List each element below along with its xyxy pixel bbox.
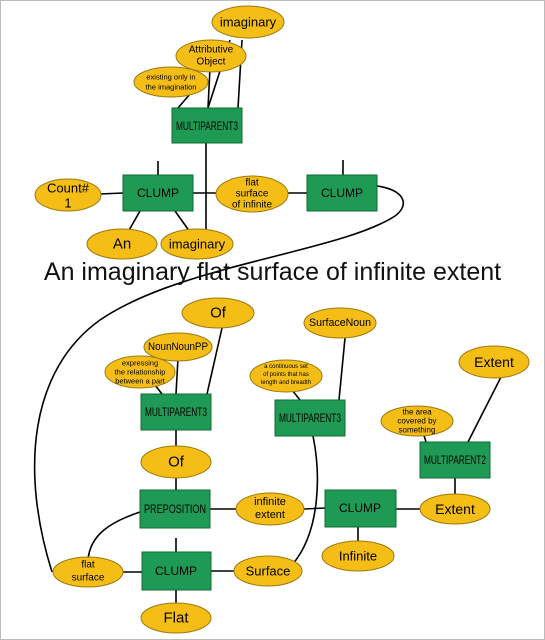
concept-label: Flat	[163, 610, 189, 627]
concept-surface[interactable]: Surface	[233, 555, 303, 587]
node-label: CLUMP	[339, 501, 381, 515]
sentence-caption: An imaginary flat surface of infinite ex…	[43, 258, 502, 286]
concept-an[interactable]: An	[86, 228, 158, 260]
node-mp3-of[interactable]: MULTIPARENT3	[140, 393, 212, 431]
concept-label-line3: of infinite	[232, 200, 272, 211]
concept-label: imaginary	[220, 15, 277, 30]
concept-of-top[interactable]: Of	[181, 297, 255, 329]
concept-label-line2: covered by	[397, 417, 436, 426]
node-label: MULTIPARENT2	[424, 453, 486, 467]
edge-long-curve	[33, 185, 405, 573]
concept-label: NounNounPP	[148, 341, 208, 353]
concept-continuous-set[interactable]: a continuous set of points that has leng…	[249, 359, 323, 393]
concept-infinite[interactable]: Infinite	[321, 540, 395, 572]
node-label: CLUMP	[137, 186, 179, 200]
node-clump-flat[interactable]: CLUMP	[141, 551, 212, 591]
concept-label-line1: flat	[245, 178, 259, 189]
concept-expressing[interactable]: expressing the relationship between a pa…	[104, 355, 176, 389]
edge-infinite-clump	[303, 507, 326, 510]
concept-area-covered[interactable]: the area covered by something	[380, 405, 454, 437]
concept-label-line2: of points that has	[263, 372, 309, 378]
concept-label: imaginary	[169, 237, 226, 252]
edge-existing-mp3	[177, 93, 191, 109]
edge-prep-flatsurface	[87, 511, 141, 561]
node-preposition[interactable]: PREPOSITION	[139, 489, 211, 529]
edges	[33, 39, 502, 603]
edge-surfacenoun-mp3	[338, 337, 346, 401]
concept-existing-only[interactable]: existing only in the imagination	[133, 66, 209, 98]
concept-imaginary-top[interactable]: imaginary	[211, 5, 285, 39]
concept-count1[interactable]: Count# 1	[34, 178, 102, 212]
concept-label-line2: the imagination	[146, 83, 197, 92]
concept-flat[interactable]: Flat	[140, 602, 212, 634]
concept-label-line2: surface	[72, 573, 105, 584]
node-label: MULTIPARENT3	[145, 405, 207, 419]
concept-infinite-extent[interactable]: infinite extent	[235, 492, 305, 526]
edge-mp3-surface	[291, 435, 319, 566]
concept-label: Of	[168, 454, 185, 471]
concept-extent-top[interactable]: Extent	[458, 345, 530, 379]
concept-label: Infinite	[339, 549, 377, 564]
concept-label-line2: extent	[255, 509, 285, 521]
concept-label-line2: the relationship	[115, 368, 166, 377]
edge-of-mp3	[206, 327, 223, 395]
concept-label-line1: flat	[81, 560, 95, 571]
node-clump-left[interactable]: CLUMP	[122, 174, 194, 212]
concept-imaginary-mid[interactable]: imaginary	[160, 228, 234, 260]
concept-label-line3: something	[399, 426, 436, 435]
node-label: PREPOSITION	[144, 502, 206, 516]
node-mp2-extent[interactable]: MULTIPARENT2	[419, 441, 491, 479]
concept-nounnounpp[interactable]: NounNounPP	[143, 332, 213, 362]
concept-attributive-object[interactable]: Attributive Object	[175, 39, 247, 73]
concept-label: Of	[210, 305, 227, 322]
concept-label-line2: surface	[236, 189, 269, 200]
concept-surfacenoun[interactable]: SurfaceNoun	[303, 307, 377, 339]
node-mp3-surface[interactable]: MULTIPARENT3	[274, 399, 346, 437]
concept-flat-surface[interactable]: flat surface	[52, 556, 124, 588]
concept-of-mid[interactable]: Of	[140, 445, 212, 479]
edge-count-clump	[99, 192, 124, 195]
edge-attributive-mp3	[207, 67, 211, 109]
concept-label: An	[113, 236, 131, 253]
node-label: CLUMP	[155, 564, 197, 578]
concept-label: Extent	[474, 354, 514, 370]
edge-clump-imaginary	[174, 210, 191, 233]
concept-label-line1: expressing	[122, 359, 158, 368]
node-label: CLUMP	[321, 186, 363, 200]
node-label: MULTIPARENT3	[279, 411, 341, 425]
concept-label: Extent	[435, 501, 475, 517]
concept-label-line1: existing only in	[146, 73, 195, 82]
concept-label-line1: the area	[402, 408, 432, 417]
node-clump-infinite[interactable]: CLUMP	[324, 489, 397, 528]
concept-label-line3: between a part	[115, 377, 166, 386]
node-mp3-top[interactable]: MULTIPARENT3	[171, 107, 243, 144]
concept-flat-surface-infinite[interactable]: flat surface of infinite	[215, 175, 289, 213]
concept-extent-low[interactable]: Extent	[419, 493, 491, 525]
concept-label: Surface	[246, 564, 291, 579]
edge-clump-an	[127, 210, 141, 233]
node-clump-right[interactable]: CLUMP	[306, 174, 378, 212]
concept-label-line1: infinite	[254, 496, 286, 508]
edge-extent-mp2	[467, 376, 502, 443]
concept-label-line2: Object	[197, 57, 226, 68]
edge-nounnoun-mp3	[175, 357, 179, 395]
concept-label-line2: 1	[64, 196, 71, 211]
concept-label-line1: Count#	[47, 181, 90, 196]
concept-label-line1: Attributive	[189, 45, 234, 56]
concept-label: SurfaceNoun	[309, 317, 371, 329]
concept-label-line1: a continuous set	[264, 364, 308, 370]
concept-label-line3: length and breadth	[261, 380, 311, 386]
node-label: MULTIPARENT3	[176, 119, 238, 133]
